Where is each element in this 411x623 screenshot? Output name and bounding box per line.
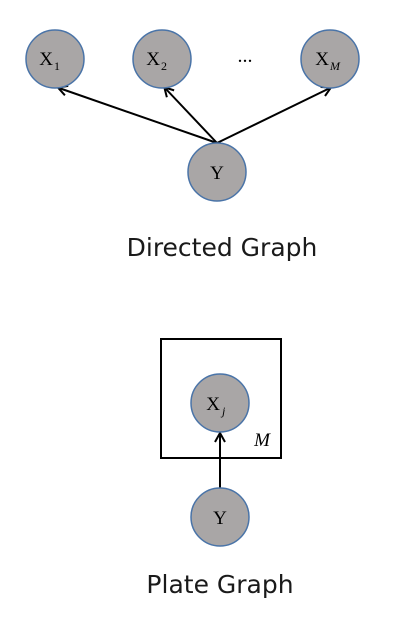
node-xj: X j: [190, 373, 250, 433]
node-xm-label: X: [315, 49, 329, 70]
node-xj-circle: [190, 373, 250, 433]
plate-graph-caption: Plate Graph: [146, 570, 293, 599]
node-xm-circle: [300, 29, 360, 89]
node-xj-label: X: [206, 394, 220, 415]
edge-y-to-x1: [59, 88, 218, 144]
node-x1-label: X: [39, 49, 53, 70]
node-y-plate: Y: [190, 487, 250, 547]
node-y: Y: [187, 142, 247, 202]
plate-label: M: [253, 430, 271, 451]
node-x2: X 2: [132, 29, 192, 89]
edge-y-to-x2: [165, 88, 218, 144]
node-x1-circle: [25, 29, 85, 89]
ellipsis: ...: [238, 45, 253, 67]
node-xm-subscript: M: [329, 59, 341, 73]
node-x1-subscript: 1: [54, 59, 60, 73]
node-y-circle: [187, 142, 247, 202]
node-xj-subscript: j: [220, 404, 226, 418]
node-x2-circle: [132, 29, 192, 89]
node-x2-subscript: 2: [161, 59, 167, 73]
node-y-plate-label: Y: [213, 508, 227, 529]
plate-graph: M X j Y Plate Graph: [146, 338, 294, 599]
node-y-label: Y: [210, 163, 224, 184]
directed-graph-caption: Directed Graph: [127, 233, 318, 262]
node-x1: X 1: [25, 29, 85, 89]
node-xm: X M: [300, 29, 360, 89]
edge-y-to-xm: [216, 88, 330, 144]
node-x2-label: X: [146, 49, 160, 70]
node-y-plate-circle: [190, 487, 250, 547]
directed-graph: X 1 X 2 ... X M Y Directed Graph: [25, 29, 360, 262]
